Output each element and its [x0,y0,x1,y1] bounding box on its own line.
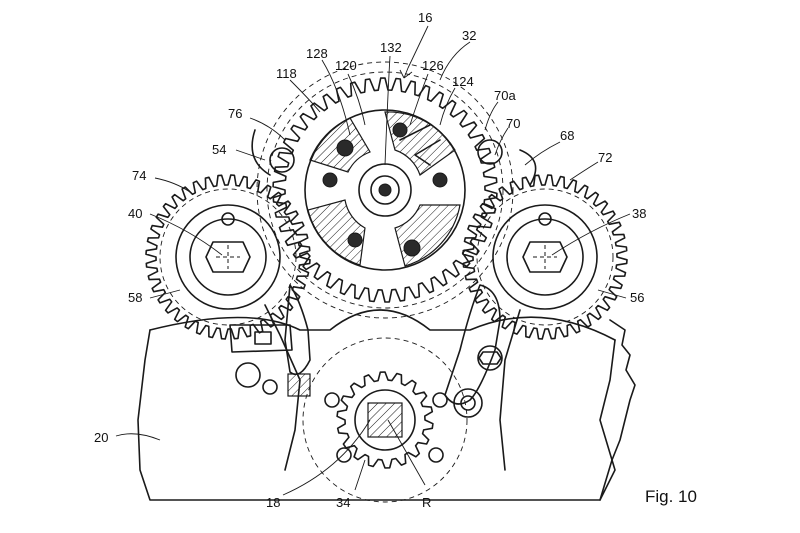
label-74: 74 [132,168,146,183]
right-camshaft-gear [462,174,628,340]
label-72: 72 [598,150,612,165]
label-70a: 70a [494,88,516,103]
label-54: 54 [212,142,226,157]
label-126: 126 [422,58,444,73]
right-hub [492,204,598,310]
label-16: 16 [418,10,432,25]
figure-label: Fig. 10 [645,487,697,506]
label-58: 58 [128,290,142,305]
reference-labels: 16 32 132 128 120 126 118 124 70a 76 70 … [94,10,697,510]
left-camshaft-gear [145,174,311,340]
label-68: 68 [560,128,574,143]
label-38: 38 [632,206,646,221]
center-drive-gear [272,77,498,303]
crankshaft-sprocket [336,371,434,469]
label-18: 18 [266,495,280,510]
label-124: 124 [452,74,474,89]
gear-teeth [272,77,498,303]
label-56: 56 [630,290,644,305]
cam-phaser-rotor [304,109,466,271]
label-R: R [422,495,431,510]
chain-guide [229,139,503,397]
label-132: 132 [380,40,402,55]
label-32: 32 [462,28,476,43]
gear-teeth [336,371,434,469]
left-hub [175,204,281,310]
label-20: 20 [94,430,108,445]
label-34: 34 [336,495,350,510]
gear-teeth [145,174,311,340]
label-120: 120 [335,58,357,73]
label-76: 76 [228,106,242,121]
label-128: 128 [306,46,328,61]
tensioner-arm [284,284,503,418]
label-40: 40 [128,206,142,221]
label-70: 70 [506,116,520,131]
crankshaft-hub [324,389,448,463]
pitch-circles [159,61,614,503]
leader-lines [115,25,631,496]
label-118: 118 [276,66,297,81]
gear-teeth [462,174,628,340]
